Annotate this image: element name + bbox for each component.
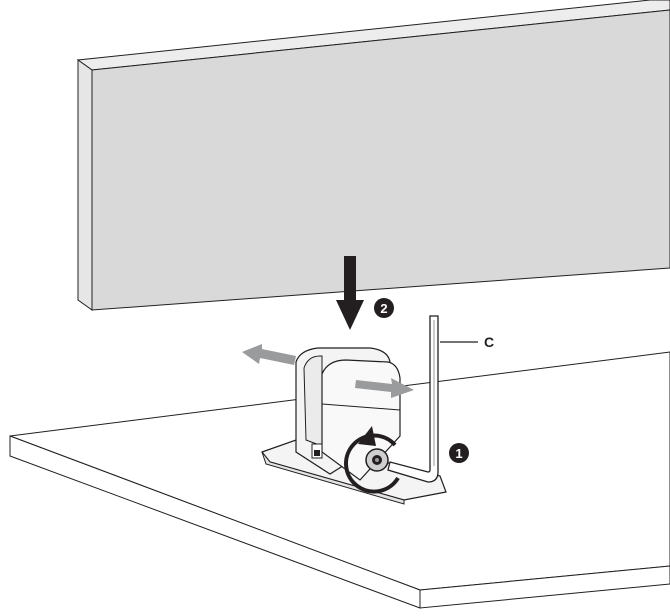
slide-right-arrow-icon	[355, 378, 414, 398]
clamp-slot-inner	[314, 450, 320, 456]
allen-key-icon	[387, 315, 439, 483]
screw	[365, 448, 389, 472]
slide-left-arrow-icon	[242, 344, 296, 365]
panel-side-edge	[77, 59, 93, 311]
step-one-badge: 1	[449, 443, 469, 463]
display-panel	[76, 0, 670, 311]
panel-front-face	[91, 9, 670, 311]
step-one-number: 1	[455, 446, 462, 461]
callout-c: C	[440, 334, 494, 350]
table-right-edge	[419, 565, 670, 609]
down-arrow-icon	[336, 256, 364, 330]
clamp-side	[303, 355, 323, 447]
step-two-badge: 2	[374, 298, 394, 318]
rotate-counterclockwise-icon	[344, 426, 400, 494]
step-two-number: 2	[380, 301, 387, 316]
callout-c-label: C	[484, 334, 494, 350]
